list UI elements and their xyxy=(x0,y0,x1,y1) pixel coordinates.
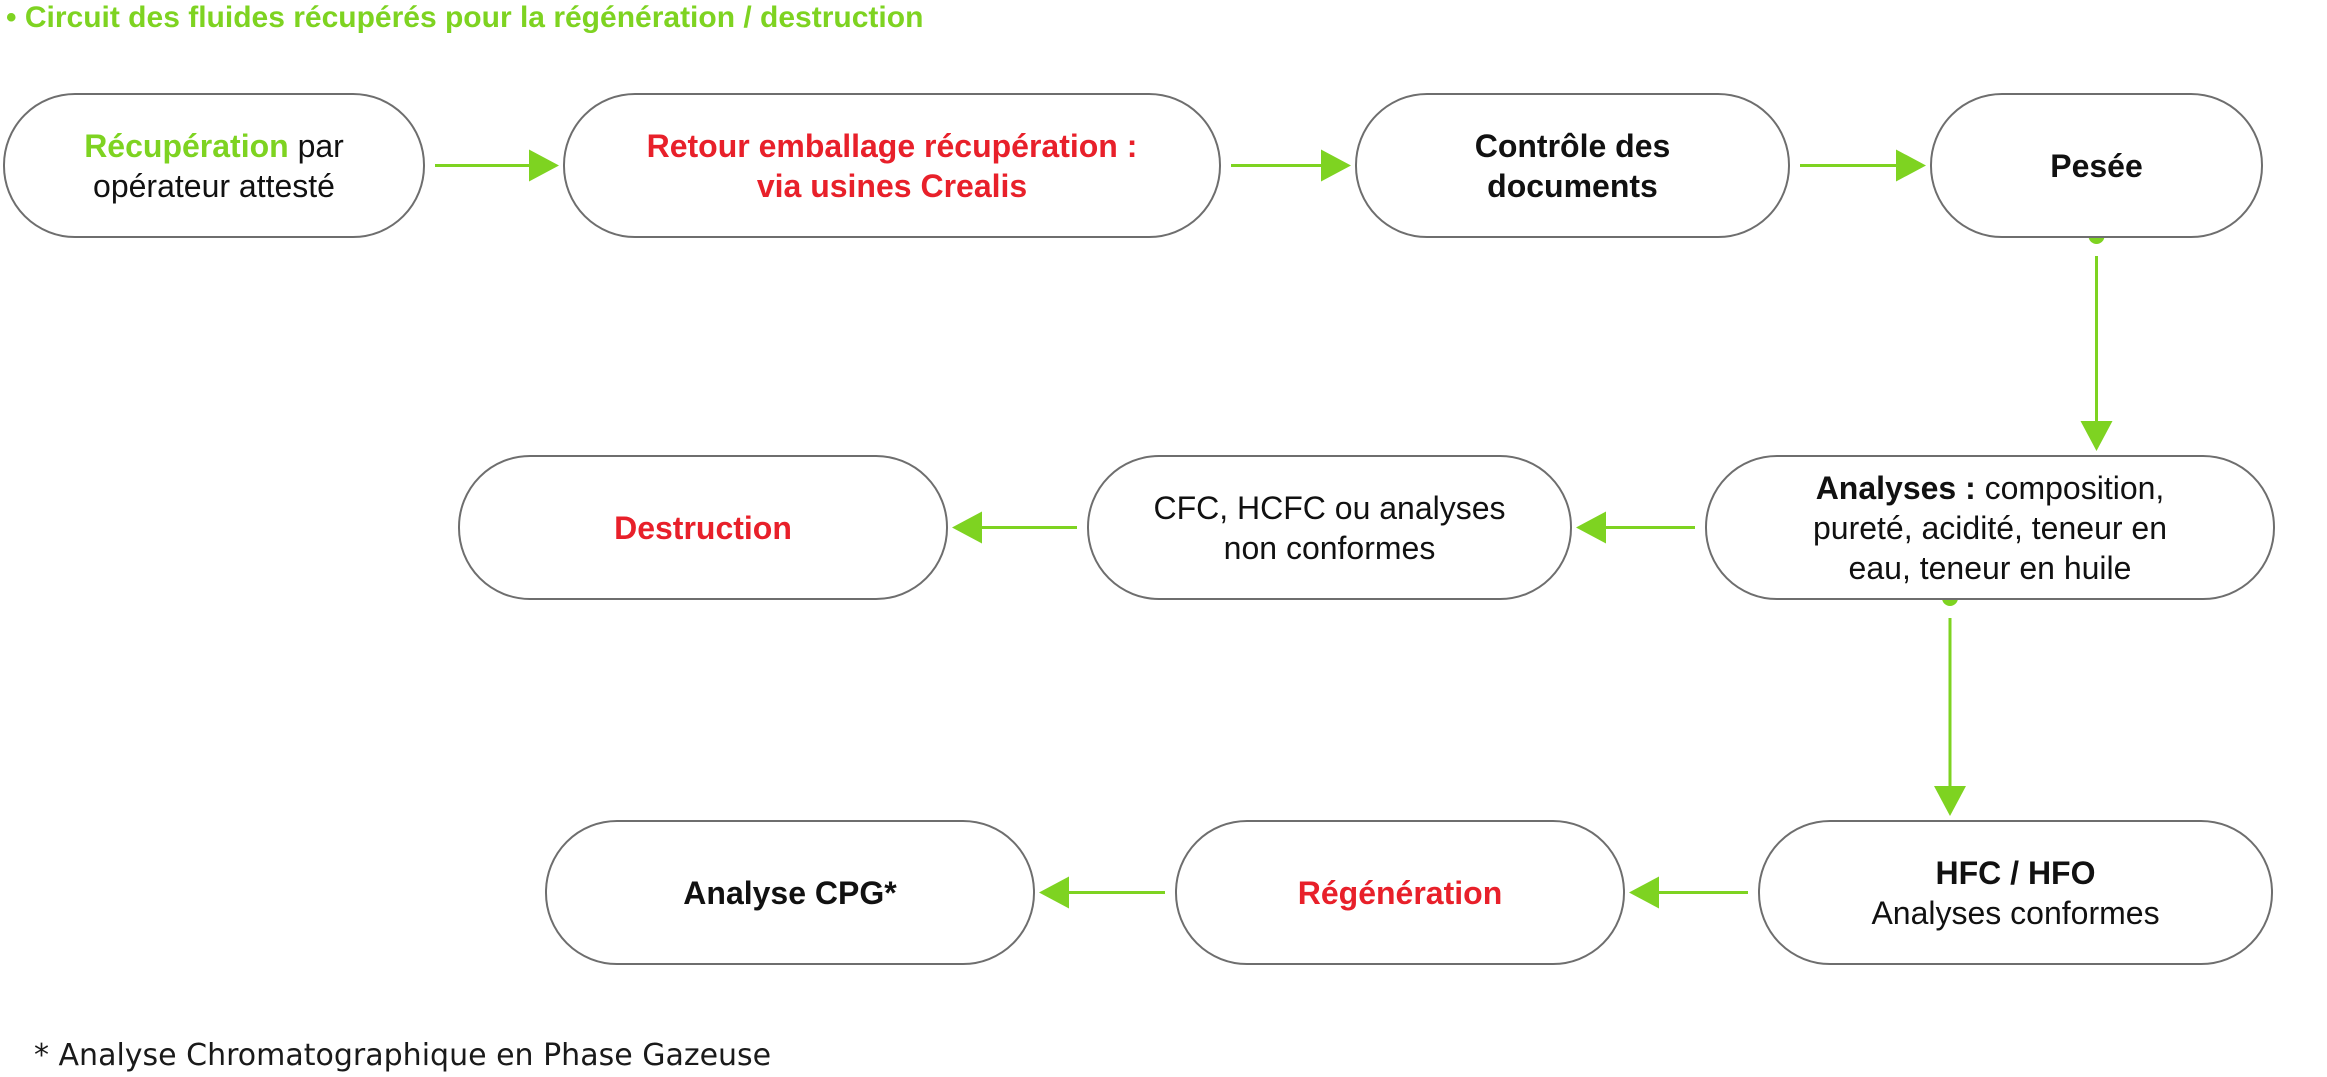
node-controle-documents: Contrôle des documents xyxy=(1355,93,1790,238)
node-line: HFC / HFO xyxy=(1871,853,2159,893)
node-line: Pesée xyxy=(2050,146,2143,186)
node-text-segment: Analyses conformes xyxy=(1871,894,2160,931)
node-text-segment: non conformes xyxy=(1223,529,1436,566)
diagram-title: • Circuit des fluides récupérés pour la … xyxy=(6,1,924,34)
node-text-segment: Contrôle des documents xyxy=(1474,127,1671,204)
arrowhead-icon xyxy=(1576,511,1606,544)
node-text-segment: eau, teneur en huile xyxy=(1848,549,2132,586)
node-line: Contrôle des documents xyxy=(1387,126,1758,206)
connector-hfc-hfo-to-regeneration xyxy=(1629,876,1776,909)
node-analyse-cpg: Analyse CPG* xyxy=(545,820,1035,965)
node-text-segment: Régénération xyxy=(1297,874,1503,911)
arrowhead-icon xyxy=(1039,876,1069,909)
connector-non-conformes-to-destruction xyxy=(952,511,1105,544)
node-text-segment: pureté, acidité, teneur en xyxy=(1812,509,2167,546)
footnote: * Analyse Chromatographique en Phase Gaz… xyxy=(34,1038,772,1073)
node-line: Retour emballage récupération : xyxy=(647,126,1138,166)
node-line: non conformes xyxy=(1153,528,1505,568)
node-text-segment: CFC, HCFC ou analyses xyxy=(1153,489,1506,526)
connector-regeneration-to-analyse-cpg xyxy=(1039,876,1193,909)
node-text: Analyses : composition,pureté, acidité, … xyxy=(1813,468,2167,588)
connector-recuperation-to-retour-emballage xyxy=(407,149,559,182)
node-text-segment: Pesée xyxy=(2050,147,2143,184)
node-line: Analyses : composition, xyxy=(1813,468,2167,508)
node-text: Contrôle des documents xyxy=(1387,126,1758,206)
node-line: CFC, HCFC ou analyses xyxy=(1153,488,1505,528)
node-destruction: Destruction xyxy=(458,455,948,600)
node-text-segment: Analyses : xyxy=(1815,469,1976,506)
node-text-segment: HFC / HFO xyxy=(1935,854,2096,891)
node-line: Récupération par xyxy=(84,126,344,166)
node-line: Analyse CPG* xyxy=(683,873,896,913)
arrowhead-icon xyxy=(1321,149,1351,182)
connector-controle-documents-to-pesee xyxy=(1772,149,1926,182)
connector-analyses-to-hfc-hfo xyxy=(1934,590,1966,816)
node-regeneration: Régénération xyxy=(1175,820,1625,965)
connector-analyses-to-non-conformes xyxy=(1576,511,1723,544)
arrowhead-icon xyxy=(1934,786,1966,816)
node-line: Destruction xyxy=(614,508,792,548)
node-text-segment: Analyse CPG* xyxy=(683,874,897,911)
node-retour-emballage: Retour emballage récupération :via usine… xyxy=(563,93,1221,238)
node-text-segment: Destruction xyxy=(614,509,792,546)
node-pesee: Pesée xyxy=(1930,93,2263,238)
node-line: Régénération xyxy=(1298,873,1502,913)
node-text-segment: composition, xyxy=(1975,469,2165,506)
node-text: Régénération xyxy=(1298,873,1502,913)
node-text: Destruction xyxy=(614,508,792,548)
node-line: opérateur attesté xyxy=(84,166,344,206)
arrowhead-icon xyxy=(1629,876,1659,909)
node-line: via usines Crealis xyxy=(647,166,1138,206)
arrowhead-icon xyxy=(2080,421,2113,451)
node-text: Analyse CPG* xyxy=(683,873,896,913)
arrowhead-icon xyxy=(952,511,982,544)
node-text: Pesée xyxy=(2050,146,2143,186)
node-text-segment: Récupération xyxy=(84,127,289,164)
node-analyses: Analyses : composition,pureté, acidité, … xyxy=(1705,455,2275,600)
connector-retour-emballage-to-controle-documents xyxy=(1203,149,1351,182)
node-line: eau, teneur en huile xyxy=(1813,548,2167,588)
node-line: Analyses conformes xyxy=(1871,893,2159,933)
arrowhead-icon xyxy=(529,149,559,182)
arrowhead-icon xyxy=(1896,149,1926,182)
node-text: Retour emballage récupération :via usine… xyxy=(647,126,1138,206)
connector-pesee-to-analyses xyxy=(2080,228,2113,451)
node-text-segment: par xyxy=(288,127,344,164)
node-text-segment: Retour emballage récupération : xyxy=(646,127,1138,164)
node-line: pureté, acidité, teneur en xyxy=(1813,508,2167,548)
node-text-segment: via usines Crealis xyxy=(756,167,1028,204)
node-text-segment: opérateur attesté xyxy=(93,167,335,204)
